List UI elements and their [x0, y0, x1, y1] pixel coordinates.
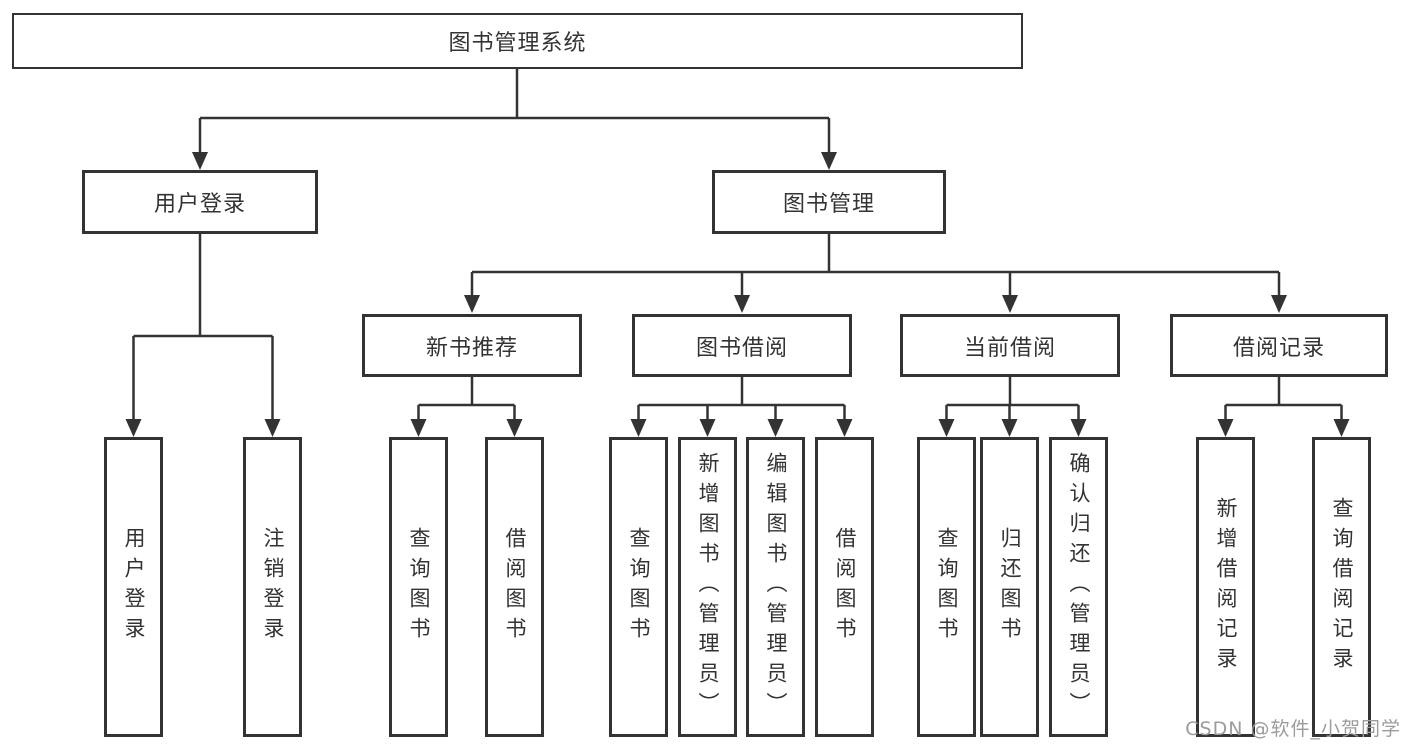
leaf-label: 注销登录: [261, 527, 285, 647]
leaf-label: 确认归还（管理员）: [1067, 452, 1091, 722]
node-label: 图书管理系统: [448, 31, 587, 56]
leaf-logout: 注销登录: [243, 437, 302, 737]
connector-line: [198, 68, 831, 152]
arrowhead-icon: [630, 419, 647, 437]
node-user-login: 用户登录: [82, 170, 318, 234]
arrowhead-icon: [1271, 295, 1287, 313]
arrowhead-icon: [1002, 295, 1018, 313]
arrowhead-icon: [1001, 419, 1018, 437]
leaf-label: 查询图书: [407, 527, 431, 647]
leaf-return-books: 归还图书: [980, 437, 1039, 737]
leaf-label: 借阅图书: [503, 527, 527, 647]
leaf-label: 用户登录: [122, 527, 146, 647]
connector-line: [637, 377, 846, 420]
leaf-label: 编辑图书（管理员）: [764, 452, 788, 722]
node-current-borrowing: 当前借阅: [900, 314, 1120, 377]
arrowhead-icon: [410, 419, 427, 437]
leaf-add-books-admin: 新增图书（管理员）: [678, 437, 737, 737]
connector-borrow-records-branch: [1217, 377, 1350, 437]
connector-root-to-level2: [192, 68, 837, 170]
connector-book-borrow-branch: [630, 377, 853, 437]
connector-line: [470, 233, 1281, 296]
connector-line: [945, 377, 1080, 420]
leaf-label: 查询借阅记录: [1330, 497, 1354, 677]
leaf-query-books-current: 查询图书: [917, 437, 976, 737]
leaf-user-login: 用户登录: [104, 437, 163, 737]
leaf-label: 新增借阅记录: [1214, 497, 1238, 677]
connector-line: [417, 377, 516, 420]
arrowhead-icon: [125, 419, 142, 437]
arrowhead-icon: [1217, 419, 1234, 437]
node-new-book-recommendation: 新书推荐: [362, 314, 582, 377]
arrowhead-icon: [506, 419, 523, 437]
node-label: 当前借阅: [963, 335, 1056, 361]
leaf-borrow-books-recommend: 借阅图书: [485, 437, 544, 737]
leaf-query-borrow-record: 查询借阅记录: [1312, 437, 1371, 737]
node-library-system: 图书管理系统: [12, 13, 1023, 69]
connector-current-borrow-branch: [938, 377, 1087, 437]
arrowhead-icon: [464, 295, 480, 313]
leaf-confirm-return-admin: 确认归还（管理员）: [1049, 437, 1108, 737]
node-book-management: 图书管理: [712, 170, 946, 234]
leaf-label: 查询图书: [627, 527, 651, 647]
connector-line: [1224, 377, 1343, 420]
connector-new-book-branch: [410, 377, 523, 437]
node-label: 新书推荐: [425, 335, 518, 361]
leaf-edit-books-admin: 编辑图书（管理员）: [746, 437, 805, 737]
arrowhead-icon: [734, 295, 750, 313]
leaf-label: 归还图书: [998, 527, 1022, 647]
leaf-label: 借阅图书: [833, 527, 857, 647]
node-label: 用户登录: [153, 192, 246, 217]
connector-line: [132, 234, 274, 420]
arrowhead-icon: [264, 419, 281, 437]
arrowhead-icon: [192, 152, 208, 170]
leaf-add-borrow-record: 新增借阅记录: [1196, 437, 1255, 737]
node-borrowing-records: 借阅记录: [1170, 314, 1388, 377]
arrowhead-icon: [1070, 419, 1087, 437]
arrowhead-icon: [1333, 419, 1350, 437]
node-label: 图书管理: [782, 192, 875, 217]
arrowhead-icon: [938, 419, 955, 437]
node-book-borrowing: 图书借阅: [632, 314, 852, 377]
arrowhead-icon: [699, 419, 716, 437]
arrowhead-icon: [767, 419, 784, 437]
arrowhead-icon: [821, 152, 837, 170]
leaf-borrow-books: 借阅图书: [815, 437, 874, 737]
connector-user-login-branch: [125, 234, 281, 437]
connector-book-management-branch: [464, 233, 1287, 313]
node-label: 图书借阅: [695, 335, 788, 361]
leaf-query-books-borrow: 查询图书: [609, 437, 668, 737]
csdn-watermark: CSDN @软件_小贺同学: [1185, 718, 1401, 740]
leaf-query-books-recommend: 查询图书: [389, 437, 448, 737]
node-label: 借阅记录: [1232, 335, 1325, 361]
leaf-label: 新增图书（管理员）: [696, 452, 720, 722]
leaf-label: 查询图书: [935, 527, 959, 647]
arrowhead-icon: [836, 419, 853, 437]
